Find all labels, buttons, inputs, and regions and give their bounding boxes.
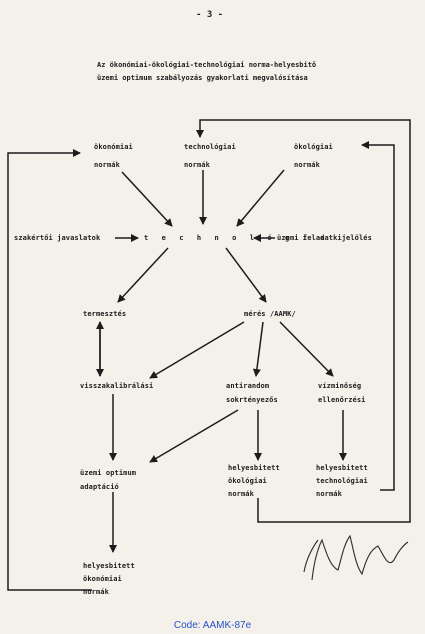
node-vizminoseg-ellenorzesi: vízminőség ellenőrzési bbox=[318, 382, 366, 404]
node-meres-aamk: mérés /AAMK/ bbox=[244, 310, 296, 318]
node-okonomiai-normak: ökonómiai normák bbox=[94, 143, 133, 169]
node-technologia: t e c h n o l ó g i a bbox=[144, 234, 330, 242]
title-line-2: üzemi optimum szabályozás gyakorlati meg… bbox=[97, 74, 308, 82]
node-uzemi-feladatkijeloles: üzemi feladatkijelölés bbox=[277, 234, 372, 242]
handwritten-signature bbox=[303, 534, 409, 581]
node-szakertoi-javaslatok: szakértői javaslatok bbox=[14, 234, 101, 242]
arrow-meres-antirandom bbox=[252, 321, 264, 377]
node-okologiai-normak: ökológiai normák bbox=[294, 143, 333, 169]
node-visszakalibralasi: visszakalibrálási bbox=[80, 382, 154, 390]
arrow-antirandom-optimum bbox=[149, 409, 239, 463]
node-uzemi-optimum: üzemi optimum adaptáció bbox=[80, 469, 137, 491]
arrow-okonomiai-technologia bbox=[121, 171, 173, 227]
footer-code: Code: AAMK-87e bbox=[173, 620, 252, 631]
arrow-okologiai-technologia bbox=[236, 169, 285, 227]
loop-arrow-to-okonomiai bbox=[7, 149, 92, 591]
node-antirandom: antirandom sokrtényezős bbox=[226, 382, 278, 404]
arrow-meres-vizminoseg bbox=[279, 321, 334, 377]
node-helyesbitett-technologiai: helyesbitett technológiai normák bbox=[316, 464, 368, 498]
node-technologiai-normak: technológiai normák bbox=[184, 143, 236, 169]
arrow-meres-visszakalibralasi bbox=[149, 321, 245, 379]
node-termesztes: termesztés bbox=[83, 310, 127, 318]
node-helyesbitett-okonomiai: helyesbitett ökonómiai normák bbox=[83, 562, 135, 596]
title-line-1: Az ökonómiai-ökológiai-technológiai norm… bbox=[97, 61, 317, 69]
arrow-technologia-meres bbox=[225, 247, 267, 303]
node-helyesbitett-okologiai: helyesbitett ökológiai normák bbox=[228, 464, 280, 498]
loop-arrow-to-okologiai bbox=[361, 141, 395, 491]
page-number: - 3 - bbox=[196, 10, 224, 20]
arrow-technologia-termesztes bbox=[117, 247, 169, 303]
loop-arrow-to-technologiai bbox=[196, 119, 411, 523]
